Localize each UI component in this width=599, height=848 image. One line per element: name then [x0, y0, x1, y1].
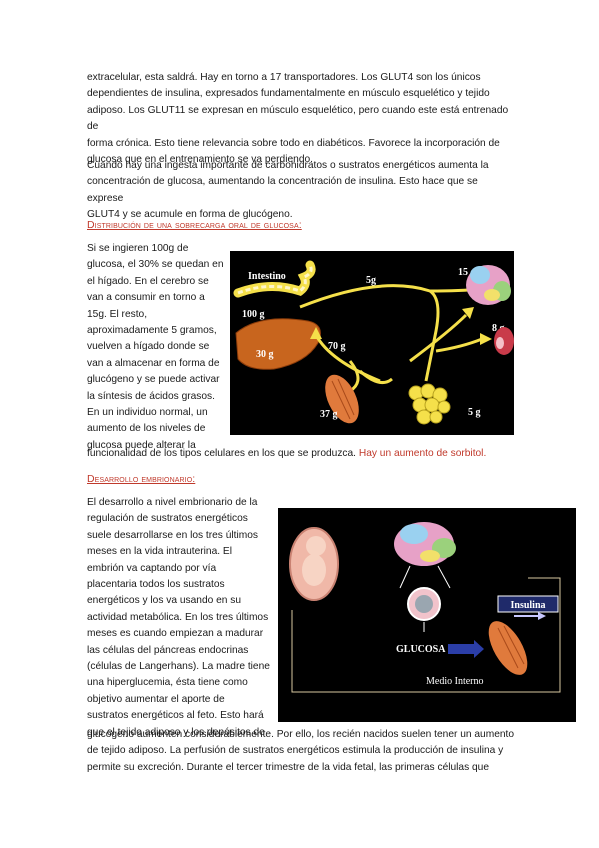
g5-bottom-label: 5 g	[468, 407, 481, 418]
text-line: que el tejido adiposo y los depósitos de	[87, 726, 265, 738]
pancreatic-islet-icon	[407, 587, 441, 621]
kidney-icon	[494, 327, 514, 355]
text-line: adiposo. Los GLUT11 se expresan en múscu…	[87, 104, 509, 133]
text-line: van a almacenar en forma de	[87, 357, 220, 369]
g30-label: 30 g	[256, 349, 274, 360]
text-line: glucógeno aumenten considerablemente. Po…	[87, 729, 515, 740]
carbohydrate-paragraph: Cuando hay una ingesta importante de car…	[87, 158, 513, 224]
text-line: la síntesis de ácidos grasos.	[87, 390, 215, 402]
text-line: meses es cuando empiezan a madurar	[87, 628, 264, 640]
text-line: (células de Langerhans). La madre tiene	[87, 661, 270, 673]
liver-icon	[235, 318, 321, 370]
text-line: sustratos energéticos al feto. Esto hará	[87, 710, 264, 722]
g15-label: 15 g	[458, 267, 476, 278]
intestino-label: Intestino	[248, 271, 286, 282]
text-line: Si se ingieren 100g de	[87, 243, 189, 254]
brain-icon	[466, 265, 511, 305]
text-line: placentaria todos los sustratos	[87, 579, 225, 591]
text-line: Cuando hay una ingesta importante de car…	[87, 160, 489, 171]
muscle-icon	[488, 621, 528, 675]
text-line: glucosa puede alterar la	[87, 439, 196, 451]
text-line: glucosa, el 30% se quedan en	[87, 259, 224, 271]
text-line: 15g. El resto,	[87, 308, 148, 320]
text-line: meses en la vida intrauterina. El	[87, 546, 232, 558]
section-heading-embryo: Desarrollo embrionario:	[87, 473, 196, 485]
fetus-icon	[289, 527, 339, 601]
text-line: van a consumir en torno a	[87, 292, 205, 304]
text-line: glucógeno y se puede activar	[87, 374, 220, 386]
text-line: las células del páncreas endocrinas	[87, 644, 249, 656]
text-line: suele desarrollarse en los tres últimos	[87, 529, 258, 541]
section-heading-distribution: Distribución de una sobrecarga oral de g…	[87, 219, 302, 231]
embryo-side-text: El desarrollo a nivel embrionario de la …	[87, 495, 272, 741]
medio-interno-frame	[291, 577, 561, 693]
text-line: vuelven a hígado donde se	[87, 341, 210, 353]
text-line: energéticos y los va usando en su	[87, 595, 242, 607]
muscle-icon	[325, 374, 359, 424]
adipose-tissue-icon	[408, 383, 451, 425]
text-line: dependientes de insulina, expresados fun…	[87, 88, 490, 100]
text-line: una hiperglucemia, ésta tiene como	[87, 677, 248, 689]
g5-top-label: 5g	[366, 275, 376, 286]
text-line: regulación de sustratos energéticos	[87, 513, 248, 525]
text-line: actividad metabólica. En los tres último…	[87, 611, 269, 623]
text-line: extracelular, esta saldrá. Hay en torno …	[87, 72, 481, 83]
intestine-icon	[233, 260, 316, 298]
brain-icon	[394, 522, 456, 566]
text-line: aproximadamente 5 gramos,	[87, 325, 217, 337]
text-line: En un individuo normal, un	[87, 407, 208, 419]
medio-interno-label: Medio Interno	[426, 676, 484, 687]
embryo-continuation: glucógeno aumenten considerablemente. Po…	[87, 727, 517, 776]
flow-arrows	[299, 284, 483, 393]
sorbitol-line: funcionalidad de los tipos celulares en …	[87, 446, 517, 462]
glucosa-arrow	[448, 644, 474, 654]
text-line: el hígado. En el cerebro se	[87, 275, 209, 287]
text-line: de tejido adiposo. La perfusión de sustr…	[87, 745, 504, 757]
insulina-arrow-head	[538, 612, 546, 620]
text-line: permite su excreción. Durante el tercer …	[87, 761, 490, 773]
text-line: funcionalidad de los tipos celulares en …	[87, 448, 357, 459]
insulina-label: Insulina	[510, 600, 545, 611]
text-line: El desarrollo a nivel embrionario de la	[87, 497, 258, 508]
text-line: embrión va captando por vía	[87, 562, 217, 574]
text-line: forma crónica. Esto tiene relevancia sob…	[87, 137, 500, 149]
g8-label: 8 g	[492, 323, 505, 334]
distribution-side-text: Si se ingieren 100g de glucosa, el 30% s…	[87, 241, 227, 454]
text-line: glucosa que en el entrenamiento se va pe…	[87, 154, 313, 166]
text-line: aumento de los niveles de	[87, 423, 206, 435]
g100-label: 100 g	[242, 309, 265, 320]
insulina-box	[497, 595, 559, 613]
g70-label: 70 g	[328, 341, 346, 352]
connector-lines	[399, 565, 451, 589]
glucose-distribution-figure: Intestino 100 g 30 g 5g 15 g	[230, 251, 514, 435]
g37-label: 37 g	[320, 409, 338, 420]
glucosa-arrow-head	[474, 640, 484, 658]
intro-paragraph: extracelular, esta saldrá. Hay en torno …	[87, 70, 513, 168]
glucosa-label: GLUCOSA	[396, 644, 446, 655]
text-line: concentración de glucosa, aumentando la …	[87, 176, 478, 204]
sorbitol-highlight: Hay un aumento de sorbitol.	[358, 448, 487, 459]
text-line: GLUT4 y se acumule en forma de glucógeno…	[87, 209, 293, 221]
embryo-figure: Insulina GLUCOSA Medio Interno	[278, 508, 576, 722]
arrow-heads	[310, 283, 492, 345]
text-line: objetivo aumentar el aporte de	[87, 693, 225, 705]
